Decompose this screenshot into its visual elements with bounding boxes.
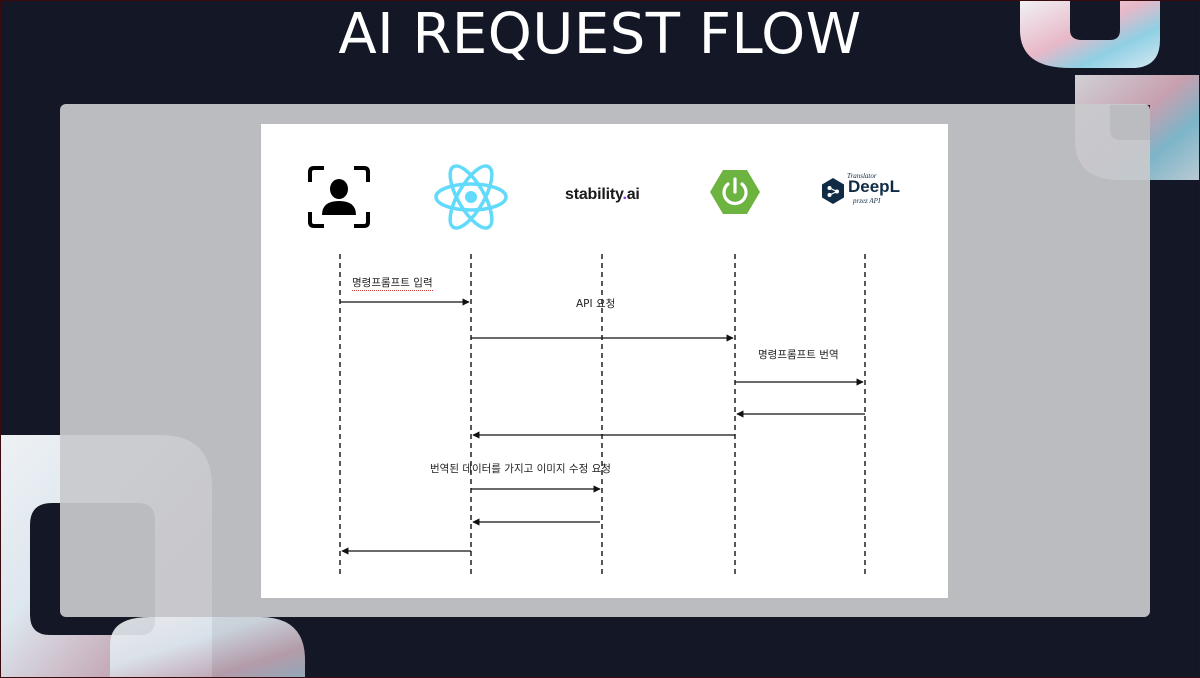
sequence-diagram: stability.ai Translator DeepL przez API … <box>261 124 948 598</box>
deepl-caption-bottom: przez API <box>853 197 881 205</box>
message-label-1: 명령프롬프트 입력 <box>352 277 433 291</box>
message-label-4: 번역된 데이터를 가지고 이미지 수정 요청 <box>430 463 611 475</box>
message-arrows <box>340 298 865 555</box>
spring-power-icon <box>710 170 760 214</box>
message-label-2: API 요청 <box>576 298 616 310</box>
slide-title: AI REQUEST FLOW <box>338 2 862 67</box>
stability-ai-logo: stability.ai <box>565 186 640 203</box>
message-label-3: 명령프롬프트 번역 <box>758 349 839 361</box>
sequence-diagram-canvas <box>308 164 866 576</box>
deepl-brand-name: DeepL <box>848 177 900 196</box>
deepl-caption-top: Translator <box>847 172 877 180</box>
react-logo-icon <box>434 164 508 230</box>
user-face-scan-icon <box>308 166 370 228</box>
deepl-logo-icon <box>822 178 844 204</box>
